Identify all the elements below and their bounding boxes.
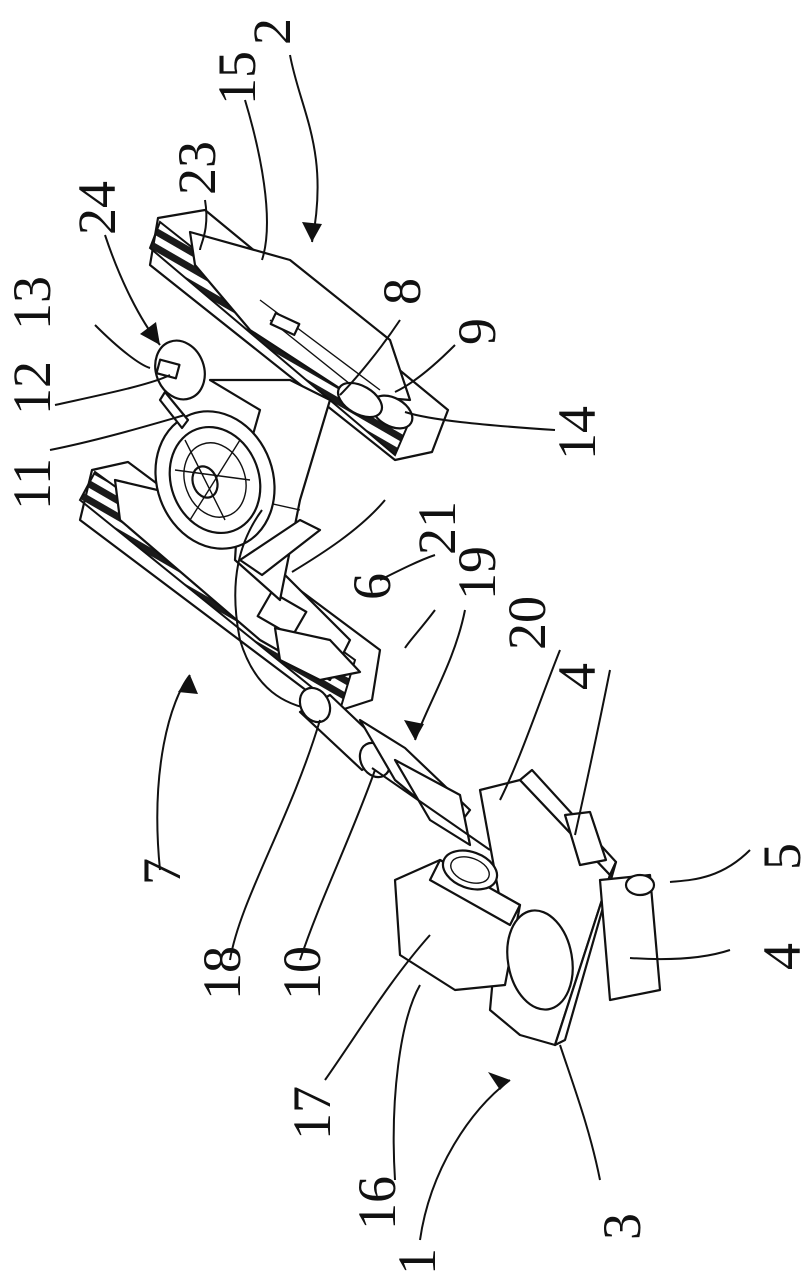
ref-10: 10 xyxy=(272,946,332,1000)
ref-8: 8 xyxy=(372,278,432,305)
ref-12: 12 xyxy=(2,361,62,415)
ref-1: 1 xyxy=(387,1248,447,1275)
ref-13: 13 xyxy=(2,276,62,330)
ref-4a: 4 xyxy=(547,663,607,690)
support-arm xyxy=(360,720,490,850)
ref-7: 7 xyxy=(132,858,192,885)
ref-9: 9 xyxy=(447,318,507,345)
ref-6: 6 xyxy=(342,573,402,600)
ref-19: 19 xyxy=(447,546,507,600)
ref-15: 15 xyxy=(207,51,267,105)
ref-24: 24 xyxy=(67,181,127,235)
ref-11: 11 xyxy=(2,458,62,510)
ref-17: 17 xyxy=(282,1086,342,1140)
ref-23: 23 xyxy=(167,141,227,195)
ref-16: 16 xyxy=(347,1176,407,1230)
ref-2: 2 xyxy=(242,18,302,45)
ref-14: 14 xyxy=(547,406,607,460)
ref-4b: 4 xyxy=(752,943,804,970)
ref-20: 20 xyxy=(497,596,557,650)
ref-5: 5 xyxy=(752,843,804,870)
ref-18: 18 xyxy=(192,946,252,1000)
ref-3: 3 xyxy=(592,1213,652,1240)
reference-numerals: 2 15 23 24 13 12 11 8 9 14 6 21 19 20 4 … xyxy=(2,18,804,1275)
